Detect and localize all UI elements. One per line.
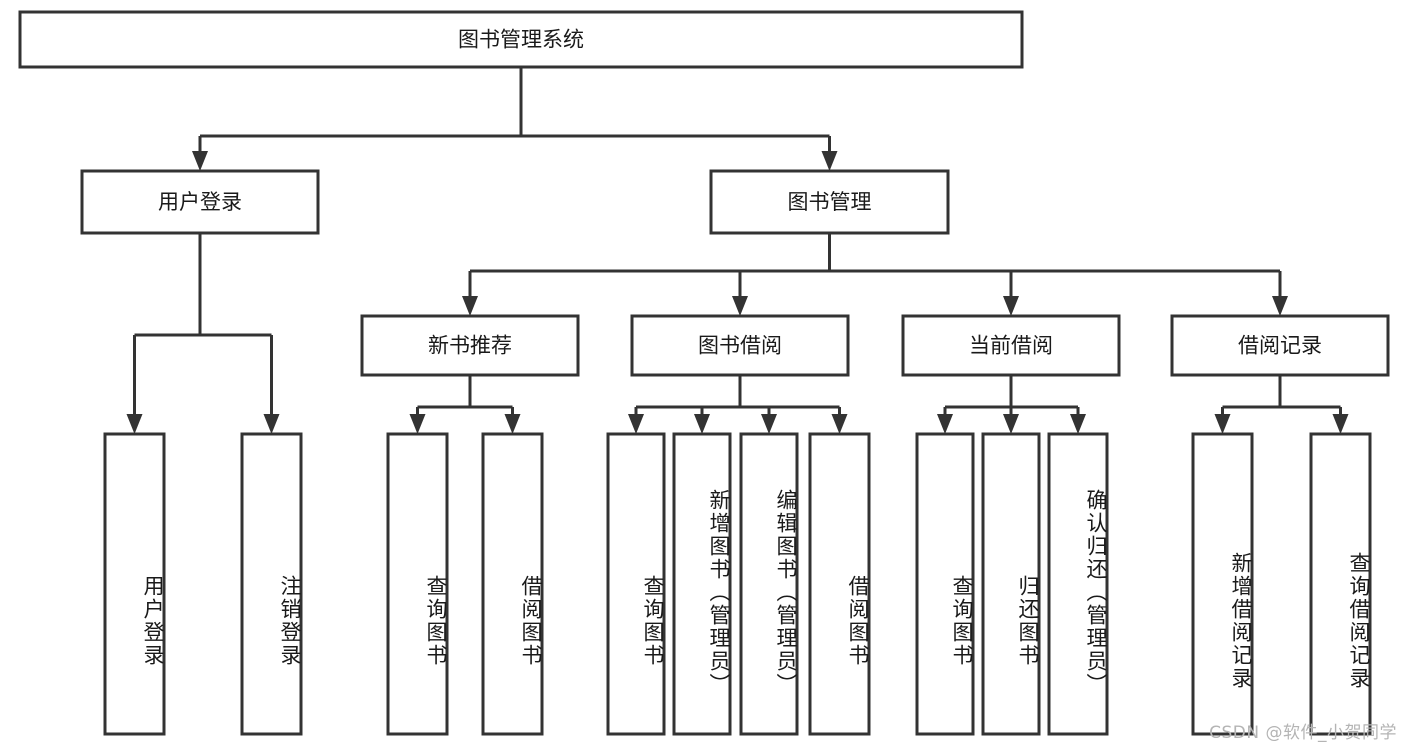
csdn-watermark: CSDN @软件_小贺同学: [1209, 723, 1397, 743]
node-box-borrow-record[interactable]: [1170, 314, 1390, 377]
arrow-head-new-book-recommend: [462, 296, 478, 316]
node-box-leaf-query-book-rec[interactable]: [386, 432, 449, 736]
node-box-leaf-return-book[interactable]: [981, 432, 1041, 736]
node-box-root[interactable]: [18, 10, 1024, 69]
node-box-leaf-query-record[interactable]: [1309, 432, 1372, 736]
node-box-leaf-add-book[interactable]: [672, 432, 732, 736]
node-box-leaf-confirm-return[interactable]: [1047, 432, 1109, 736]
box-layer: [18, 10, 1390, 736]
node-box-leaf-query-book-borrow[interactable]: [606, 432, 666, 736]
arrow-head-book-borrow: [732, 296, 748, 316]
node-label-current-borrow: 当前借阅: [969, 334, 1053, 358]
node-box-leaf-borrow-book-rec[interactable]: [481, 432, 544, 736]
node-label-borrow-record: 借阅记录: [1238, 334, 1322, 358]
node-label-new-book-recommend: 新书推荐: [428, 334, 512, 358]
arrow-head-leaf-logout: [263, 414, 280, 434]
node-label-book-borrow: 图书借阅: [698, 334, 782, 358]
node-box-user-login[interactable]: [80, 169, 320, 235]
arrow-head-leaf-query-record: [1332, 414, 1349, 434]
node-box-current-borrow[interactable]: [901, 314, 1121, 377]
arrow-head-current-borrow: [1003, 296, 1019, 316]
arrow-head-leaf-return-book: [1003, 414, 1019, 434]
arrow-head-leaf-borrow-book: [831, 414, 848, 434]
node-label-user-login: 用户登录: [158, 190, 242, 214]
node-box-leaf-query-book-cur[interactable]: [915, 432, 975, 736]
arrow-head-leaf-add-book: [694, 414, 710, 434]
arrow-head-book-manage: [821, 151, 838, 171]
node-box-book-manage[interactable]: [709, 169, 950, 235]
arrow-head-leaf-add-record: [1214, 414, 1231, 434]
node-label-book-manage: 图书管理: [788, 190, 872, 214]
node-box-leaf-borrow-book[interactable]: [808, 432, 871, 736]
node-box-leaf-logout[interactable]: [240, 432, 303, 736]
node-label-root: 图书管理系统: [458, 28, 584, 52]
arrow-head-leaf-edit-book: [761, 414, 777, 434]
arrow-head-user-login: [192, 151, 208, 171]
arrow-head-leaf-query-book-borrow: [628, 414, 644, 434]
arrow-head-leaf-query-book-cur: [937, 414, 953, 434]
node-box-leaf-user-login[interactable]: [103, 432, 166, 736]
node-box-book-borrow[interactable]: [630, 314, 850, 377]
node-box-leaf-add-record[interactable]: [1191, 432, 1254, 736]
node-box-new-book-recommend[interactable]: [360, 314, 580, 377]
arrow-head-borrow-record: [1272, 296, 1288, 316]
arrow-head-leaf-query-book-rec: [409, 414, 426, 434]
arrow-head-leaf-confirm-return: [1070, 414, 1086, 434]
node-box-leaf-edit-book[interactable]: [739, 432, 799, 736]
connector-layer: [126, 67, 1349, 434]
arrow-head-leaf-borrow-book-rec: [504, 414, 521, 434]
arrow-head-leaf-user-login: [126, 414, 143, 434]
